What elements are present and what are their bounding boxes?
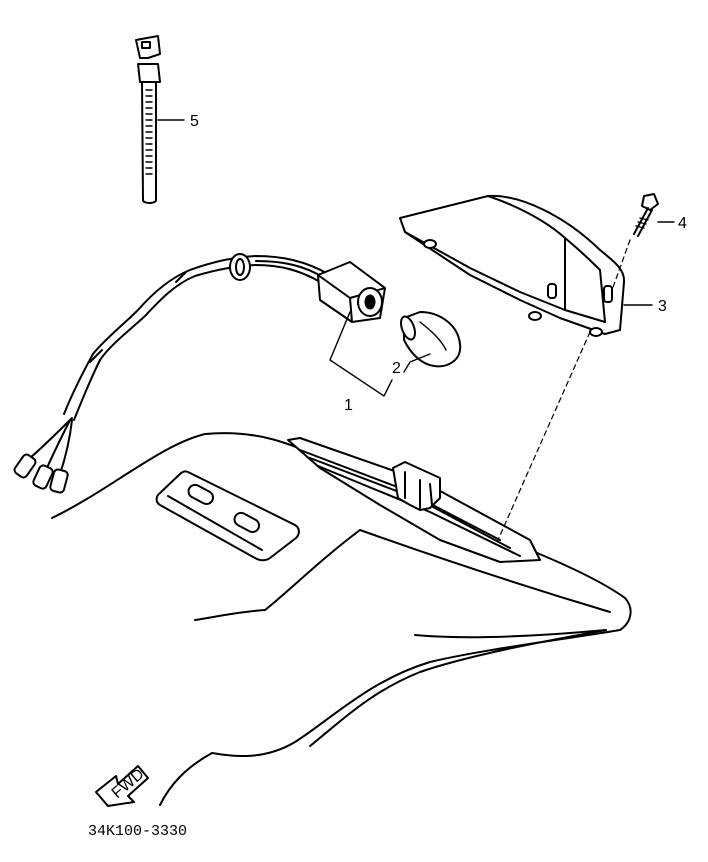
callout-1: 1 xyxy=(344,397,353,414)
front-direction-arrow: FWD xyxy=(95,765,149,807)
rear-fender xyxy=(51,432,632,806)
cable-tie xyxy=(135,35,185,204)
lens-cover xyxy=(399,194,653,337)
callout-3: 3 xyxy=(658,298,667,315)
screw xyxy=(611,193,675,291)
callout-5: 5 xyxy=(190,113,199,130)
wiring-harness xyxy=(13,253,393,494)
bulb xyxy=(400,311,462,373)
diagram-part-code: 34K100-3330 xyxy=(88,823,188,840)
callout-2: 2 xyxy=(392,360,401,377)
callout-4: 4 xyxy=(678,215,687,232)
assembly-line xyxy=(497,331,591,541)
